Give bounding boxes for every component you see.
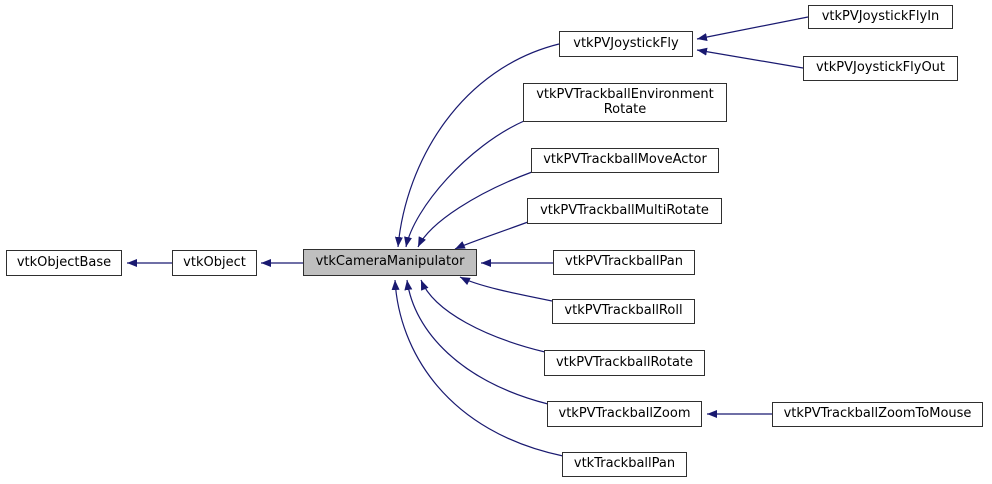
- class-node-label-line1: vtkPVTrackballEnvironment: [536, 86, 714, 102]
- class-node-vtkpvtrackballzoomtomouse[interactable]: vtkPVTrackballZoomToMouse: [772, 402, 983, 427]
- class-node-vtkobjectbase[interactable]: vtkObjectBase: [6, 250, 122, 276]
- class-node-label-line2: Rotate: [603, 101, 647, 117]
- class-node-vtkpvtrackballenvironmentrotate[interactable]: vtkPVTrackballEnvironment Rotate: [523, 83, 727, 122]
- edge-vtkPVJoystickFly-to-vtkCameraManipulator: [394, 43, 560, 248]
- class-node-vtkpvjoystickflyin[interactable]: vtkPVJoystickFlyIn: [808, 5, 953, 29]
- class-node-vtkpvtrackballroll[interactable]: vtkPVTrackballRoll: [552, 299, 695, 324]
- edge-vtkPVTrackballZoom-to-vtkCameraManipulator: [404, 279, 549, 405]
- class-node-vtkpvtrackballmoveactor[interactable]: vtkPVTrackballMoveActor: [531, 148, 719, 173]
- class-node-vtkpvtrackballpan[interactable]: vtkPVTrackballPan: [553, 250, 695, 275]
- class-node-vtktrackballpan[interactable]: vtkTrackballPan: [562, 452, 687, 477]
- edge-vtkPVTrackballRotate-to-vtkCameraManipulator: [420, 279, 546, 353]
- class-node-vtkpvjoystickfly[interactable]: vtkPVJoystickFly: [559, 31, 693, 57]
- edge-vtkPVTrackballMultiRotate-to-vtkCameraManipulator: [454, 221, 529, 250]
- edge-vtkPVJoystickFlyIn-to-vtkPVJoystickFly: [696, 16, 809, 41]
- class-node-vtkcameramanipulator-current[interactable]: vtkCameraManipulator: [303, 249, 477, 276]
- class-node-vtkpvtrackballmultirotate[interactable]: vtkPVTrackballMultiRotate: [527, 198, 722, 224]
- edge-vtkTrackballPan-to-vtkCameraManipulator: [391, 279, 564, 457]
- edge-vtkPVTrackballMoveActor-to-vtkCameraManipulator: [417, 171, 533, 248]
- edge-vtkPVTrackballRoll-to-vtkCameraManipulator: [459, 276, 553, 302]
- class-node-vtkpvtrackballrotate[interactable]: vtkPVTrackballRotate: [544, 350, 705, 376]
- class-node-vtkpvjoystickflyout[interactable]: vtkPVJoystickFlyOut: [803, 56, 958, 81]
- class-node-vtkpvtrackballzoom[interactable]: vtkPVTrackballZoom: [547, 401, 702, 427]
- edge-vtkPVJoystickFlyOut-to-vtkPVJoystickFly: [696, 47, 804, 69]
- class-node-vtkobject[interactable]: vtkObject: [172, 250, 257, 276]
- edge-vtkPVTrackballEnvironmentRotate-to-vtkCameraManipulator: [404, 120, 525, 248]
